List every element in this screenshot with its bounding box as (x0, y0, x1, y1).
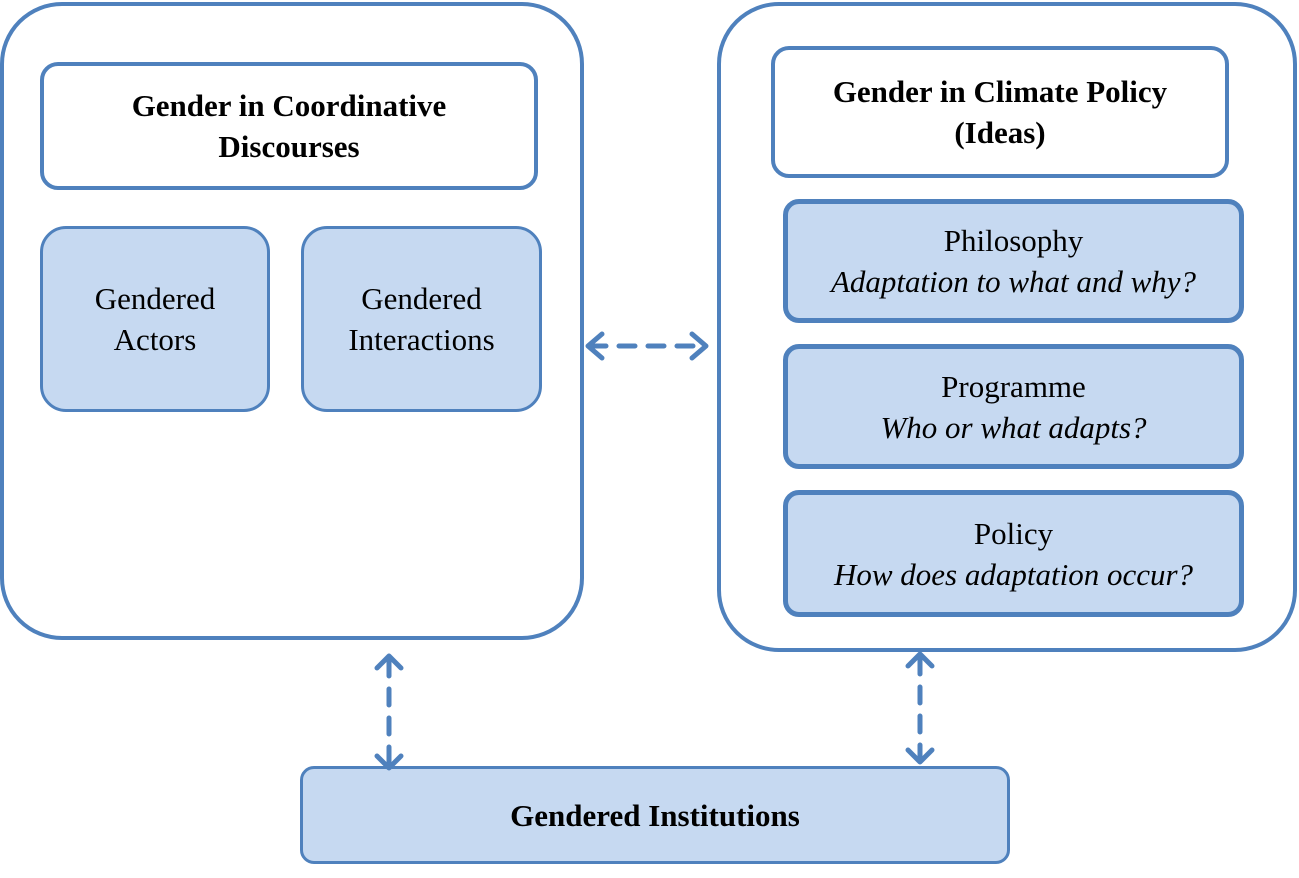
right-vertical-arrowhead-bottom (905, 747, 935, 765)
coordinative-discourses-title: Gender in Coordinative Discourses (40, 62, 538, 190)
coordinative-discourses-title-line1: Gender in Coordinative (131, 88, 447, 123)
gendered-interactions-line2: Interactions (348, 322, 495, 357)
gendered-interactions-line1: Gendered (361, 281, 482, 316)
programme-label: Programme (941, 368, 1086, 404)
left-vertical-arrowhead-top (374, 653, 404, 671)
gendered-actors-line2: Actors (113, 322, 197, 357)
policy-box: Policy How does adaptation occur? (783, 490, 1244, 617)
policy-label: Policy (973, 515, 1054, 551)
gendered-actors-line1: Gendered (94, 281, 216, 316)
climate-policy-title-line2: (Ideas) (954, 115, 1046, 150)
gendered-institutions-label: Gendered Institutions (510, 797, 800, 833)
horizontal-arrowhead-left (585, 331, 605, 361)
gendered-institutions-box: Gendered Institutions (300, 766, 1010, 864)
right-vertical-arrowhead-top (905, 651, 935, 669)
coordinative-discourses-title-line2: Discourses (218, 129, 360, 164)
climate-policy-title-line1: Gender in Climate Policy (832, 74, 1168, 109)
programme-box: Programme Who or what adapts? (783, 344, 1244, 469)
policy-question: How does adaptation occur? (833, 556, 1194, 592)
gendered-actors-box: Gendered Actors (40, 226, 270, 412)
philosophy-label: Philosophy (943, 223, 1084, 258)
gendered-interactions-box: Gendered Interactions (301, 226, 542, 412)
philosophy-question: Adaptation to what and why? (830, 264, 1197, 299)
left-vertical-arrowhead-bottom (374, 753, 404, 771)
programme-question: Who or what adapts? (880, 409, 1147, 445)
horizontal-arrowhead-right (689, 331, 709, 361)
climate-policy-title: Gender in Climate Policy (Ideas) (771, 46, 1229, 178)
philosophy-box: Philosophy Adaptation to what and why? (783, 199, 1244, 323)
